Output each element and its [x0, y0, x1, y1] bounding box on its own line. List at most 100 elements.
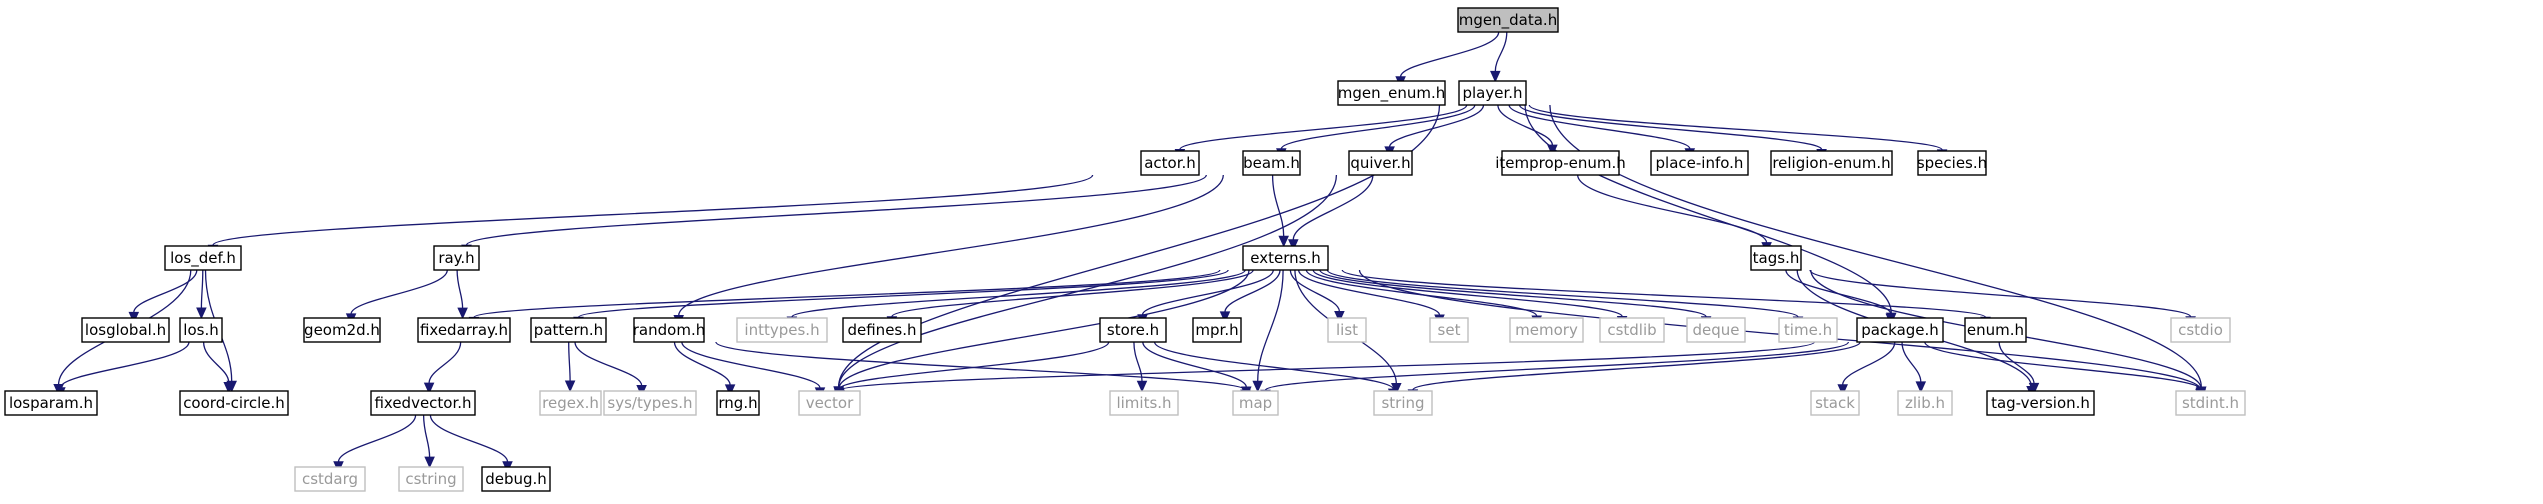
edge-beam-to-ray [461, 174, 1207, 257]
node-box [81, 317, 170, 343]
node-species[interactable]: species.h [1917, 150, 1987, 176]
node-label: mgen_enum.h [1338, 84, 1446, 103]
node-fixedarray[interactable]: fixedarray.h [417, 317, 511, 343]
node-mpr[interactable]: mpr.h [1192, 317, 1242, 343]
edge-fixedvector-to-cstdarg [333, 414, 417, 474]
edge-los-def-to-losglobal [128, 269, 198, 324]
edge-quiver-to-externs [1288, 174, 1374, 251]
edge-store-to-limits [1133, 341, 1148, 393]
node-quiver[interactable]: quiver.h [1348, 150, 1413, 176]
node-pattern[interactable]: pattern.h [530, 317, 607, 343]
node-box [1986, 390, 2095, 416]
node-box [1686, 317, 1746, 343]
edge-pattern-to-sys-types [574, 341, 647, 397]
node-cstdarg: cstdarg [294, 466, 366, 492]
edge-ray-to-geom2d [345, 269, 448, 326]
node-tags[interactable]: tags.h [1750, 245, 1802, 271]
node-label: ray.h [438, 249, 474, 267]
node-label: species.h [1917, 154, 1987, 172]
node-label: mpr.h [1195, 321, 1238, 339]
edge-los-def-to-los [196, 269, 207, 320]
node-box [417, 317, 511, 343]
node-box [303, 317, 381, 343]
node-label: string [1381, 394, 1424, 412]
node-label: enum.h [1967, 321, 2024, 339]
node-box [1501, 150, 1620, 176]
node-label: stack [1815, 394, 1855, 412]
node-random[interactable]: random.h [633, 317, 705, 343]
edge-externs-to-map [1252, 269, 1284, 393]
node-cstdlib: cstdlib [1599, 317, 1665, 343]
node-los[interactable]: los.h [179, 317, 223, 343]
node-rng[interactable]: rng.h [716, 390, 760, 416]
node-box [1856, 317, 1944, 343]
node-coord-circle[interactable]: coord-circle.h [179, 390, 289, 416]
node-place-info[interactable]: place-info.h [1650, 150, 1749, 176]
edge-fixedarray-to-fixedvector [423, 341, 462, 395]
edge-player-to-vector [833, 104, 1441, 399]
node-store[interactable]: store.h [1099, 317, 1167, 343]
edge-externs-to-list [1289, 269, 1345, 323]
node-box [1348, 150, 1413, 176]
node-label: itemprop-enum.h [1495, 154, 1626, 172]
node-los-def[interactable]: los_def.h [164, 245, 242, 271]
node-box [4, 390, 98, 416]
node-fixedvector[interactable]: fixedvector.h [370, 390, 476, 416]
node-regex: regex.h [539, 390, 602, 416]
node-label: quiver.h [1350, 154, 1410, 172]
node-ray[interactable]: ray.h [433, 245, 480, 271]
node-box [164, 245, 242, 271]
edge-itemprop-enum-to-tags [1577, 174, 1772, 254]
node-box [1242, 150, 1301, 176]
node-enum[interactable]: enum.h [1964, 317, 2027, 343]
node-box [539, 390, 602, 416]
node-label: zlib.h [1905, 394, 1945, 412]
node-externs[interactable]: externs.h [1242, 245, 1329, 271]
node-label: package.h [1861, 321, 1939, 339]
node-itemprop-enum[interactable]: itemprop-enum.h [1495, 150, 1626, 176]
node-label: stdint.h [2182, 394, 2239, 412]
node-box [481, 466, 551, 492]
node-box [530, 317, 607, 343]
edge-player-to-package [1524, 104, 1897, 325]
edge-store-to-vector [834, 341, 1110, 401]
node-box [1140, 150, 1200, 176]
edge-package-to-zlib [1901, 341, 1927, 394]
edge-fixedvector-to-debug [429, 414, 513, 474]
node-player[interactable]: player.h [1458, 80, 1527, 106]
node-geom2d[interactable]: geom2d.h [303, 317, 381, 343]
node-label: externs.h [1250, 249, 1320, 267]
edge-los-to-coord-circle [202, 341, 234, 394]
node-label: tags.h [1753, 249, 1800, 267]
node-defines[interactable]: defines.h [842, 317, 922, 343]
node-religion-enum[interactable]: religion-enum.h [1770, 150, 1893, 176]
node-label: cstdlib [1607, 321, 1656, 339]
node-box [1457, 7, 1559, 33]
edge-externs-to-store [1137, 269, 1274, 327]
node-mgen-data[interactable]: mgen_data.h [1457, 7, 1559, 33]
node-box [1327, 317, 1367, 343]
edge-fixedvector-to-cstring [422, 414, 435, 469]
node-stdint: stdint.h [2175, 390, 2246, 416]
node-box [179, 317, 223, 343]
node-inttypes: inttypes.h [736, 317, 828, 343]
node-label: vector [806, 394, 854, 412]
edge-mgen-data-to-mgen-enum [1395, 31, 1500, 89]
node-losglobal[interactable]: losglobal.h [81, 317, 170, 343]
node-cstring: cstring [398, 466, 464, 492]
node-mgen-enum[interactable]: mgen_enum.h [1337, 80, 1446, 106]
node-box [1770, 150, 1893, 176]
node-label: time.h [1784, 321, 1832, 339]
node-losparam[interactable]: losparam.h [4, 390, 98, 416]
node-tag-version[interactable]: tag-version.h [1986, 390, 2095, 416]
node-beam[interactable]: beam.h [1242, 150, 1301, 176]
node-box [370, 390, 476, 416]
node-package[interactable]: package.h [1856, 317, 1944, 343]
node-debug[interactable]: debug.h [481, 466, 551, 492]
node-actor[interactable]: actor.h [1140, 150, 1200, 176]
node-label: coord-circle.h [183, 394, 285, 412]
node-sys-types: sys/types.h [603, 390, 697, 416]
node-label: inttypes.h [744, 321, 819, 339]
edge-package-to-vector [834, 341, 1816, 402]
